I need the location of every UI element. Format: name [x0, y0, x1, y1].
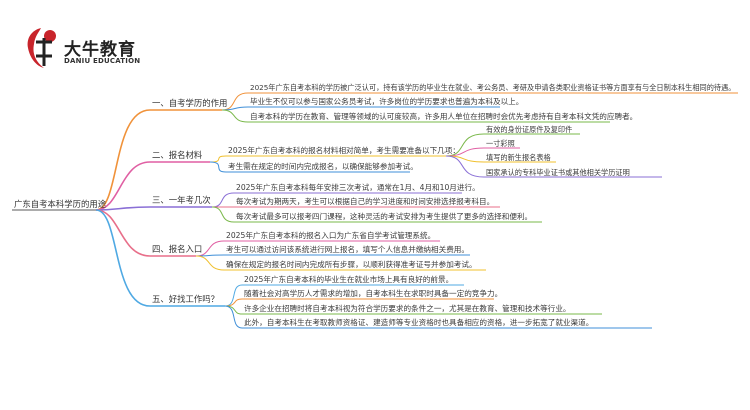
b4-item-1: 2025年广东自考本科的报名入口为广东省自学考试管理系统。: [226, 231, 436, 240]
b5-item-1: 2025年广东自考本科的毕业生在就业市场上具有良好的前景。: [244, 275, 454, 284]
connector-root-b5: [95, 209, 151, 307]
b1-item-1: 2025年广东自考本科的学历被广泛认可，持有该学历的毕业生在就业、考公务员、考研…: [250, 83, 736, 92]
branch-label-b3: 三、一年考几次: [152, 195, 211, 205]
b2-item-2: 考生需在规定的时间内完成报名，以确保能够参加考试。: [228, 162, 418, 171]
b2-sub-item-4: 国家承认的专科毕业证书或其他相关学历证明: [486, 168, 630, 177]
b5-item-3: 许多企业在招聘时将自考本科视为符合学历要求的条件之一，尤其是在教育、管理和技术等…: [244, 304, 571, 313]
b3-item-1: 2025年广东自考本科每年安排三次考试，通常在1月、4月和10月进行。: [236, 183, 480, 192]
connector-b2-item1: [209, 155, 227, 163]
connector-b2-item2: [209, 161, 227, 173]
connector-b4-item3: [195, 255, 225, 271]
daniu-logo-mark-icon: [27, 28, 56, 68]
connector-root-b1: [95, 109, 151, 211]
connector-root-b2: [95, 161, 151, 211]
b1-item-2: 毕业生不仅可以参与国家公务员考试，许多岗位的学历要求也普遍为本科及以上。: [250, 97, 524, 106]
brand-name: 大牛教育: [64, 40, 136, 60]
b5-item-4: 此外，自考本科生在考取教师资格证、建造师等专业资格时也具备相应的资格，进一步拓宽…: [244, 318, 594, 327]
b2-sub-item-2: 一寸彩照: [486, 139, 515, 148]
b4-item-3: 确保在规定的报名时间内完成所有步骤，以顺利获得准考证号并参加考试。: [226, 260, 477, 269]
connector-root-b3: [95, 206, 151, 211]
connector-b3-item1: [211, 192, 235, 208]
root-label: 广东自考本科学历的用途: [14, 199, 107, 209]
b2-sub-item-3: 填写的新生报名表格: [486, 153, 551, 162]
b2-item-1: 2025年广东自考本科的报名材料相对简单，考生需要准备以下几项：: [228, 146, 460, 155]
b1-item-3: 自考本科的学历在教育、管理等领域的认可度较高，许多用人单位在招聘时会优先考虑持有…: [250, 112, 638, 121]
connector-b5-item4: [224, 305, 243, 329]
b2-sub-item-1: 有效的身份证原件及复印件: [486, 125, 573, 134]
connector-root-b4: [95, 209, 151, 257]
connector-b1-item3: [221, 109, 249, 123]
connector-b3-item3: [211, 206, 235, 223]
b3-item-3: 每次考试最多可以报考四门课程，这种灵活的考试安排为考生提供了更多的选择和便利。: [236, 212, 533, 221]
b3-item-2: 每次考试为期两天，考生可以根据自己的学习进度和时间安排选择报考科目。: [236, 197, 495, 206]
connector-b5-item3: [224, 305, 243, 315]
connector-b5-item2: [224, 298, 243, 307]
brand-logo: 大牛教育 DANIU EDUCATION: [22, 26, 142, 72]
branch-label-b2: 二、报名材料: [152, 150, 203, 160]
branch-label-b5: 五、好找工作吗？: [152, 294, 219, 304]
brand-name-en: DANIU EDUCATION: [64, 57, 141, 65]
b4-item-2: 考生可以通过访问该系统进行网上报名，填写个人信息并缴纳相关费用。: [226, 245, 469, 254]
connector-b2-sub4: [445, 155, 485, 178]
b5-item-2: 随着社会对高学历人才需求的增加，自考本科生在求职时具备一定的竞争力。: [244, 289, 503, 298]
branch-label-b4: 四、报名入口: [152, 244, 203, 254]
connector-b5-item1: [224, 284, 243, 307]
branch-label-b1: 一、自考学历的作用: [152, 98, 228, 108]
